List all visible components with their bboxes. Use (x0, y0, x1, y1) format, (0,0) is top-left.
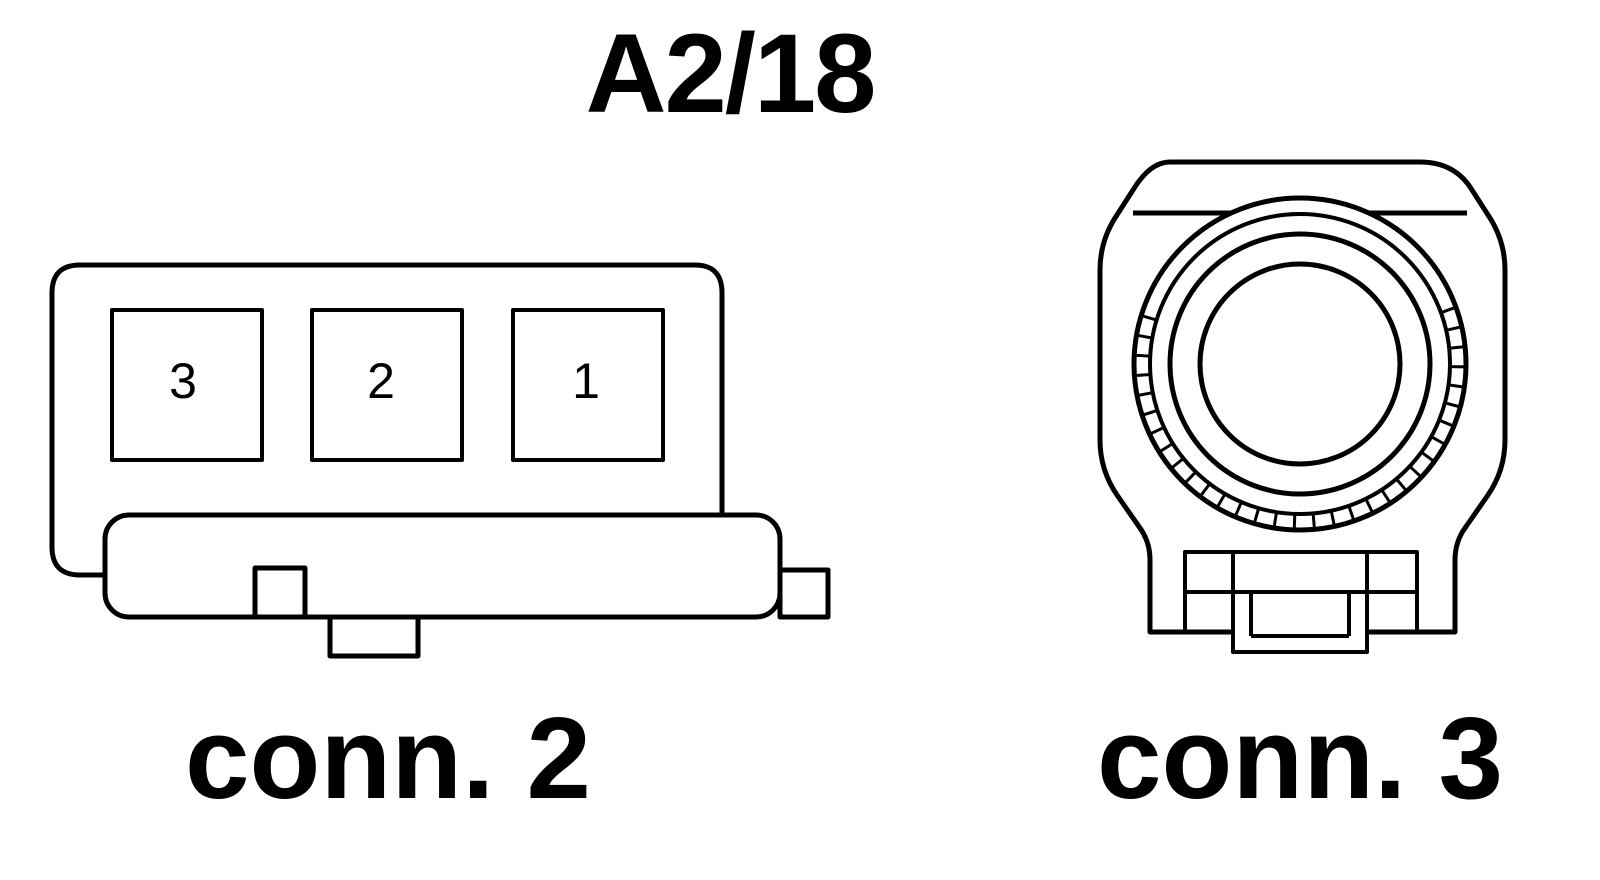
knurl-tick (1430, 435, 1446, 446)
connector-3-caption: conn. 3 (1097, 693, 1504, 823)
knurl-tick (1233, 501, 1243, 518)
connector-2-housing (49, 262, 725, 578)
knurl-tick (1141, 408, 1158, 417)
knurl-tick (1136, 333, 1153, 340)
connector-2-pin-cavity-3 (110, 308, 264, 462)
connector-3-knurl-inner (1148, 212, 1452, 516)
connector-2-pin-cavity-1 (511, 308, 665, 462)
knurl-tick (1449, 345, 1466, 350)
connector-2-tab-bottom (327, 614, 421, 659)
knurl-tick (1347, 505, 1356, 522)
connector-2-drawing (49, 262, 831, 659)
knurl-tick (1380, 488, 1392, 505)
knurl-tick (1272, 511, 1278, 529)
knurl-tick (1252, 507, 1261, 525)
knurl-tick (1134, 373, 1151, 378)
knurl-tick (1183, 470, 1197, 485)
knurl-tick (1364, 498, 1375, 514)
knurl-tick (1408, 465, 1423, 479)
connector-2-pin-label: 2 (367, 353, 395, 409)
knurl-tick (1448, 383, 1465, 389)
connector-2-pin-label: 3 (169, 353, 197, 409)
connector-2-tab-left (252, 565, 308, 620)
connector-3-drawing (1097, 159, 1508, 654)
connector-3-socket (1197, 261, 1403, 467)
connector-3-latch-key (1231, 590, 1369, 654)
knurl-tick (1395, 477, 1408, 493)
knurl-tick (1215, 493, 1227, 509)
knurl-tick (1134, 353, 1151, 358)
connector-2-pin-label: 1 (572, 353, 600, 409)
knurl-tick (1198, 482, 1211, 498)
knurl-tick (1140, 314, 1158, 322)
knurl-tick (1438, 418, 1455, 428)
connector-2-latch-bar (102, 512, 783, 620)
knurl-tick (1420, 450, 1436, 463)
connector-3-knurl-ticks (1134, 305, 1467, 530)
connector-3-ring (1167, 231, 1433, 497)
knurl-tick (1158, 442, 1174, 454)
connector-2-caption: conn. 2 (185, 693, 592, 823)
component-title: A2/18 (585, 11, 877, 136)
connector-2-tab-right (777, 567, 831, 620)
knurl-tick (1292, 513, 1297, 530)
connector-2-pin-cavity-2 (310, 308, 464, 462)
knurl-tick (1136, 391, 1154, 398)
knurl-tick (1445, 325, 1463, 332)
knurl-tick (1311, 513, 1316, 530)
knurl-tick (1170, 457, 1185, 470)
knurl-tick (1444, 401, 1461, 409)
connector-3-housing (1097, 159, 1508, 635)
knurl-tick (1440, 305, 1457, 315)
knurl-tick (1148, 426, 1165, 436)
knurl-tick (1329, 510, 1336, 527)
